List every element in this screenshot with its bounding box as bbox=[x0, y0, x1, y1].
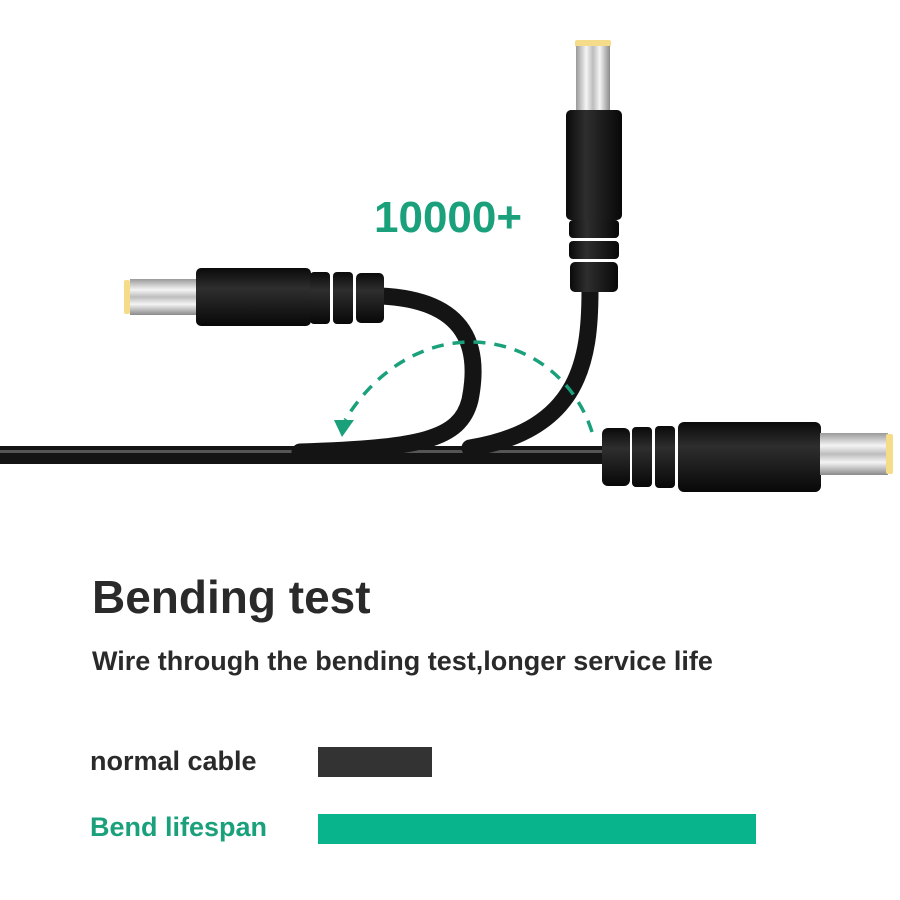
bend-lifespan-bar bbox=[318, 814, 756, 844]
cable-bending-illustration bbox=[0, 40, 893, 492]
bend-count-label: 10000+ bbox=[374, 193, 523, 242]
page-title: Bending test bbox=[92, 571, 371, 623]
right-dc-connector bbox=[602, 422, 893, 492]
bend-arc-arrow bbox=[343, 340, 594, 433]
top-dc-connector bbox=[566, 40, 622, 292]
left-dc-connector bbox=[124, 268, 384, 326]
left-cable-loop bbox=[291, 287, 482, 461]
top-cable-loop bbox=[461, 281, 599, 457]
normal-cable-label: normal cable bbox=[90, 746, 257, 776]
arrow-head-icon bbox=[334, 420, 354, 437]
bend-lifespan-label: Bend lifespan bbox=[90, 812, 268, 842]
normal-cable-bar bbox=[318, 747, 432, 777]
page-subtitle: Wire through the bending test,longer ser… bbox=[92, 646, 713, 676]
